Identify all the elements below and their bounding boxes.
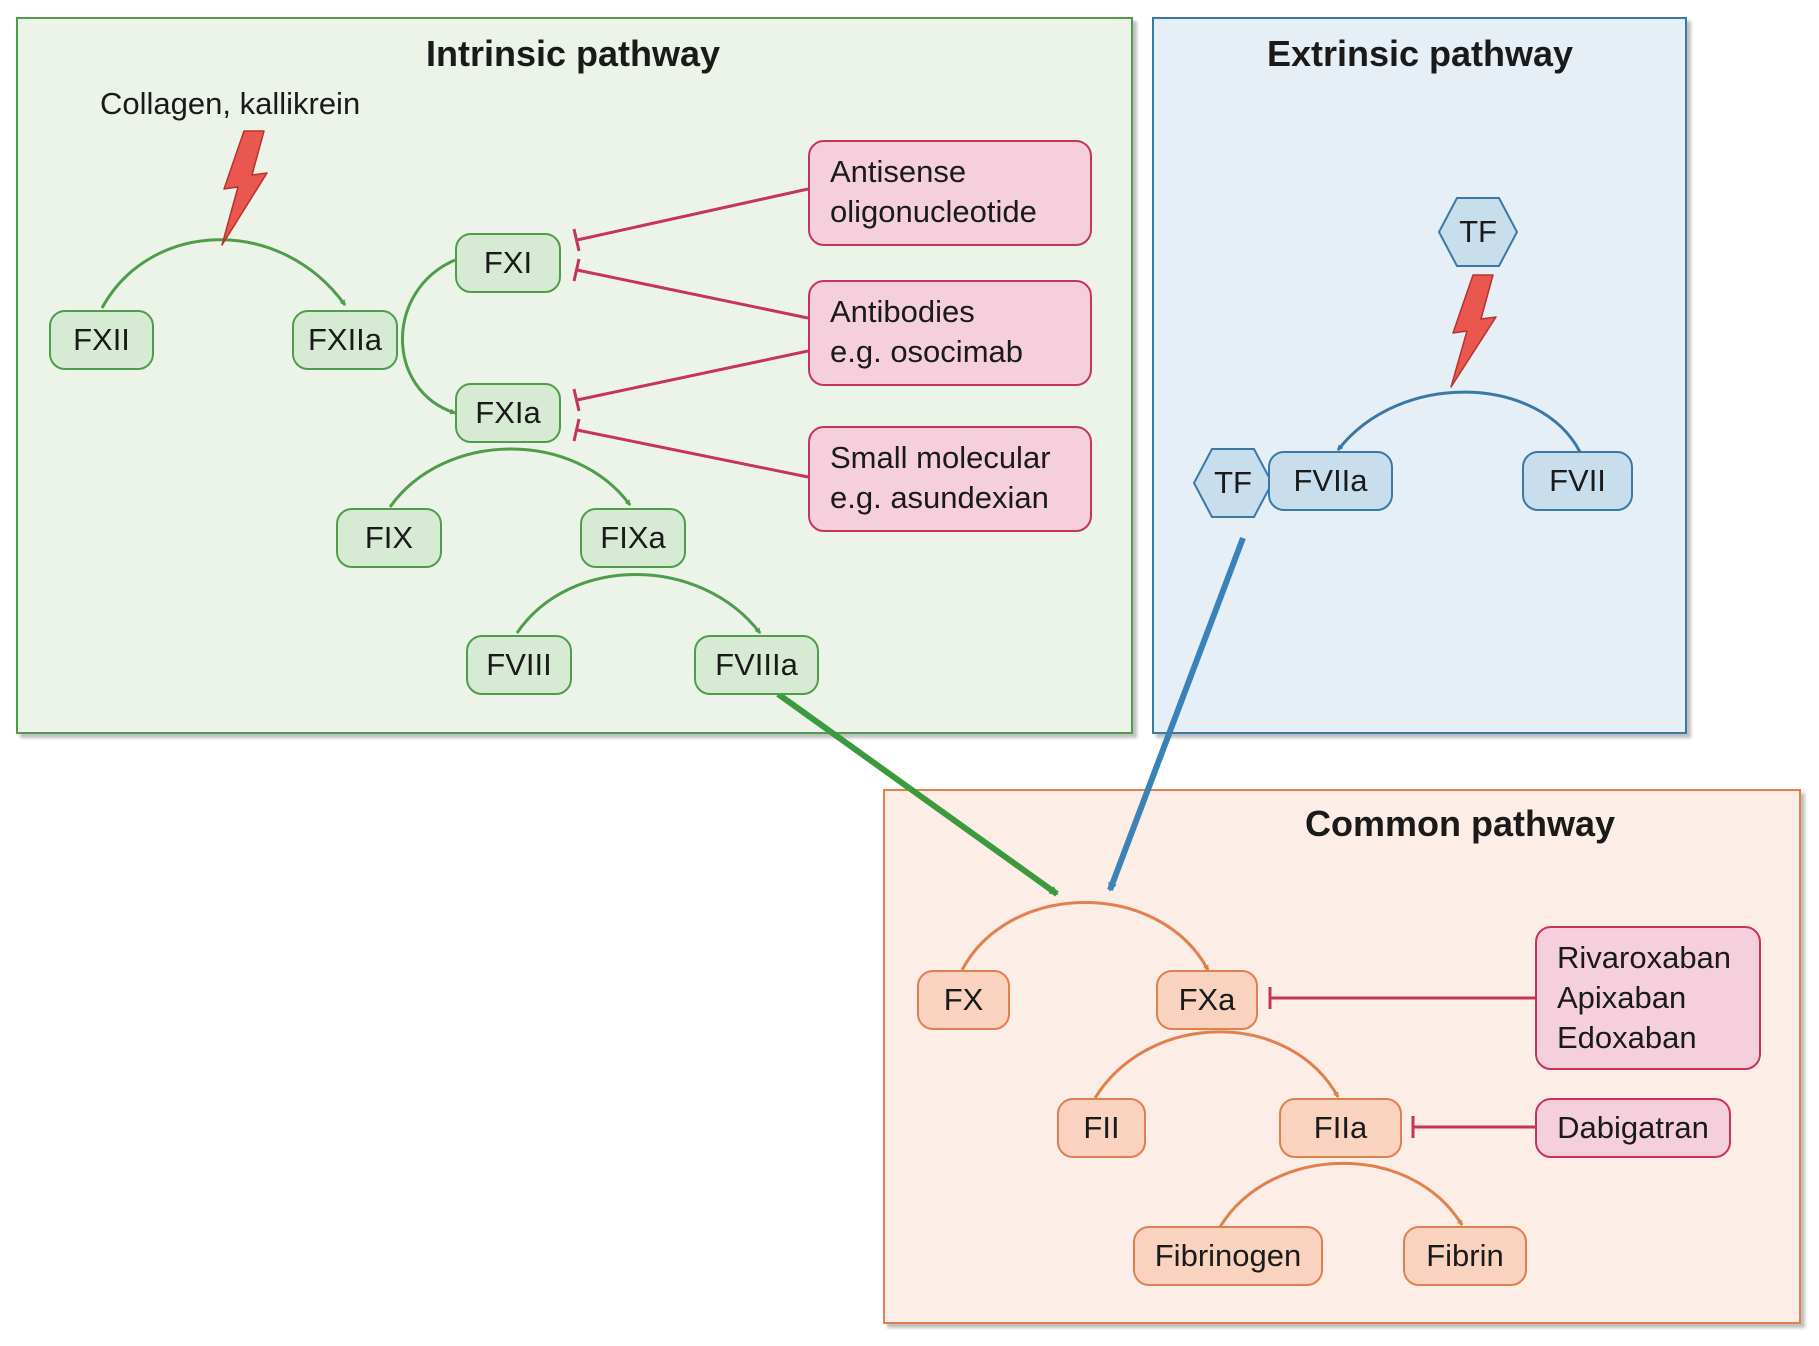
arc-fibrinogen-to-fibrin [1218, 1161, 1464, 1228]
lightning-icon-intrinsic [221, 130, 268, 246]
arc-fx-to-fxa [960, 901, 1210, 972]
factor-fx: FX [917, 970, 1010, 1030]
drug-small-molecular-line-2: e.g. asundexian [830, 480, 1049, 515]
drug-antibodies-line-1: Antibodies [830, 294, 975, 329]
drug-small-molecular-line-1: Small molecular [830, 440, 1051, 475]
arc-fii-to-fiia [1093, 1030, 1340, 1099]
factor-fviia: FVIIa [1268, 451, 1393, 511]
factor-fxii: FXII [49, 310, 154, 370]
extrinsic-pathway-title: Extrinsic pathway [1266, 33, 1574, 74]
drug-rivaroxaban: Rivaroxaban [1557, 940, 1732, 975]
arc-fix-to-fixa [388, 447, 632, 508]
factor-fibrinogen: Fibrinogen [1133, 1226, 1323, 1286]
drug-antibodies: Antibodies e.g. osocimab [808, 280, 1092, 386]
arc-fvii-to-fviia [1336, 390, 1582, 453]
drug-dabigatran-label: Dabigatran [1557, 1110, 1709, 1145]
drug-antisense-oligonucleotide: Antisense oligonucleotide [808, 140, 1092, 246]
factor-fii: FII [1057, 1098, 1146, 1158]
drug-small-molecular: Small molecular e.g. asundexian [808, 426, 1092, 532]
tissue-factor-hexagon-bound: TF [1192, 447, 1274, 519]
lightning-icon-extrinsic [1450, 274, 1497, 388]
drug-antibodies-line-2: e.g. osocimab [830, 334, 1023, 369]
factor-fibrin: Fibrin [1403, 1226, 1527, 1286]
drug-antisense-line-1: Antisense [830, 154, 967, 189]
factor-fviii: FVIII [466, 635, 572, 695]
drug-edoxaban: Edoxaban [1557, 1020, 1697, 1055]
factor-fxi: FXI [455, 233, 561, 293]
inhibit-antibodies-fxi [576, 268, 809, 320]
factor-fxiia: FXIIa [292, 310, 398, 370]
tf-top-label: TF [1459, 214, 1497, 249]
drug-antisense-line-2: oligonucleotide [830, 194, 1037, 229]
factor-fiia: FIIa [1279, 1098, 1402, 1158]
intrinsic-to-common-arrow [776, 691, 1059, 897]
factor-fixa: FIXa [580, 508, 686, 568]
factor-fix: FIX [336, 508, 442, 568]
inhibit-small-molecular-fxia [576, 428, 809, 479]
drug-dabigatran: Dabigatran [1535, 1098, 1731, 1158]
tissue-factor-hexagon-top: TF [1437, 196, 1519, 268]
tf-bound-label: TF [1214, 465, 1252, 500]
factor-fxa: FXa [1156, 970, 1258, 1030]
factor-fxia: FXIa [455, 383, 561, 443]
drug-apixaban: Apixaban [1557, 980, 1687, 1015]
arc-fxii-to-fxiia [100, 238, 347, 309]
inhibit-antibodies-fxia [576, 349, 809, 402]
arc-fxi-to-fxia [401, 258, 457, 415]
factor-fviiia: FVIIIa [694, 635, 819, 695]
intrinsic-pathway-title: Intrinsic pathway [425, 33, 721, 74]
factor-fvii: FVII [1522, 451, 1633, 511]
extrinsic-to-common-arrow [1107, 536, 1246, 892]
drug-xa-inhibitors: Rivaroxaban Apixaban Edoxaban [1535, 926, 1761, 1070]
arc-fviii-to-fviiia [515, 573, 762, 634]
inhibit-antisense-fxi [576, 187, 809, 242]
extrinsic-pathway-panel [1152, 17, 1687, 734]
common-pathway-title: Common pathway [1304, 803, 1616, 844]
intrinsic-trigger-label: Collagen, kallikrein [100, 86, 361, 121]
